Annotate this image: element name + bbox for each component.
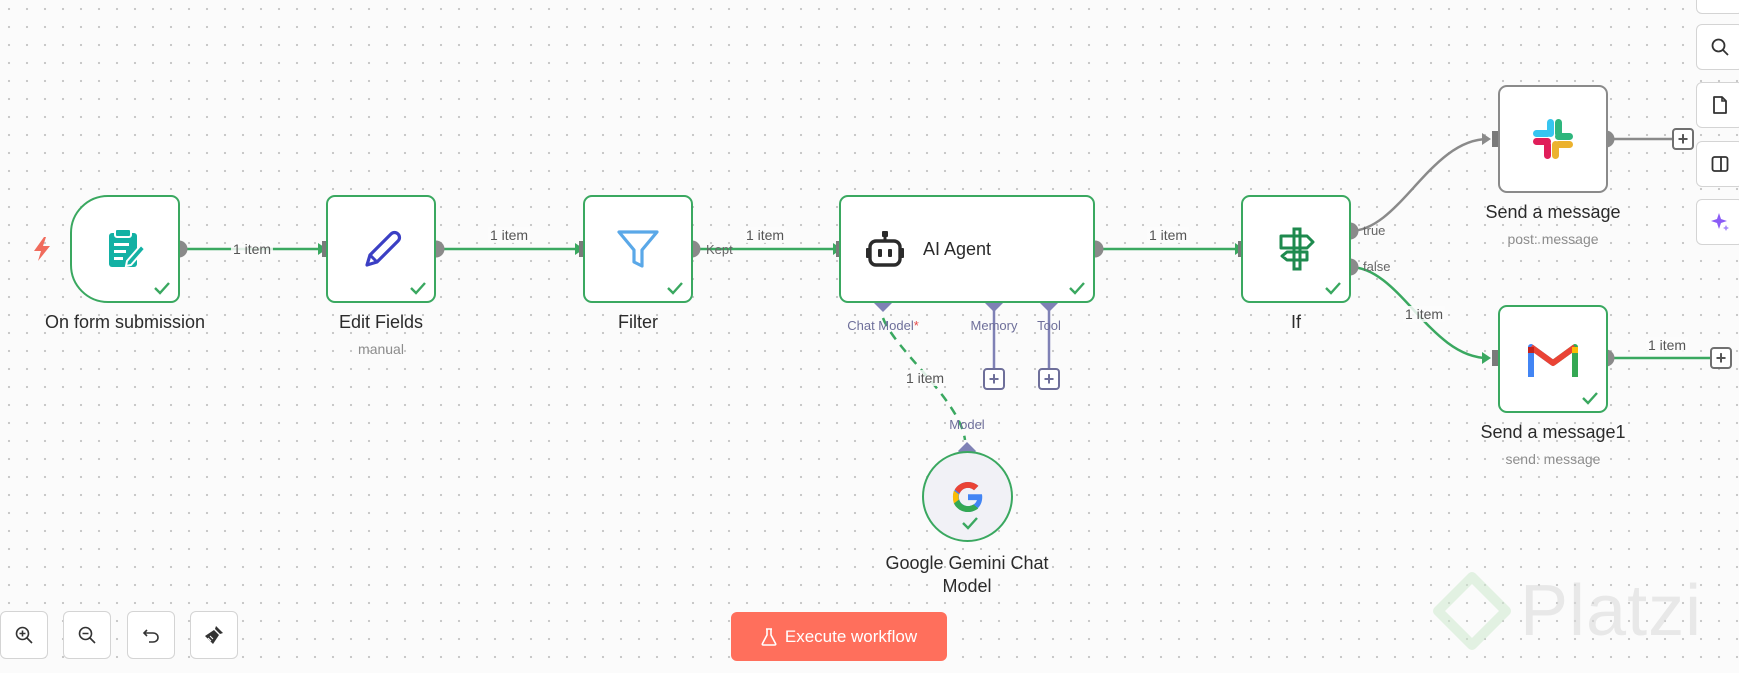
- required-marker: *: [913, 318, 919, 333]
- form-icon: [109, 228, 147, 268]
- node-ai-agent[interactable]: AI Agent: [839, 195, 1095, 303]
- flask-icon: [761, 627, 777, 646]
- node-filter[interactable]: [583, 195, 693, 303]
- node-slack-send-message[interactable]: [1498, 85, 1608, 193]
- robot-icon: [866, 231, 904, 267]
- undo-icon: [142, 629, 159, 643]
- success-check-icon: [410, 282, 426, 295]
- edge-label-trigger-edit: 1 item: [230, 241, 274, 257]
- zoom-in-icon: [15, 626, 33, 644]
- edge-label-edit-filter: 1 item: [487, 227, 531, 243]
- sticky-note-icon: [1713, 96, 1727, 114]
- add-after-slack-button[interactable]: +: [1672, 128, 1694, 150]
- search-icon: [1711, 38, 1729, 56]
- success-check-icon: [1582, 392, 1598, 405]
- node-form-trigger-label: On form submission: [44, 312, 206, 332]
- side-panel-button[interactable]: [1696, 141, 1739, 187]
- node-gmail-subtitle: send: message: [1505, 451, 1601, 467]
- side-search-button[interactable]: [1696, 24, 1739, 70]
- node-gemini-label: Google Gemini Chat Model: [885, 553, 1049, 596]
- success-check-icon: [962, 517, 978, 530]
- sparkle-icon: [1711, 213, 1729, 231]
- chat-model-handle-text: Chat Model: [847, 318, 914, 333]
- add-memory-button[interactable]: +: [983, 368, 1005, 390]
- node-slack-label: Send a message: [1485, 202, 1621, 222]
- if-false-output-label: false: [1363, 259, 1391, 274]
- zoom-out-icon: [78, 626, 96, 644]
- signpost-icon: [1279, 227, 1315, 271]
- add-after-gmail-button[interactable]: +: [1710, 347, 1732, 369]
- filter-kept-output-label: Kept: [706, 242, 733, 257]
- slack-icon: [1533, 119, 1573, 159]
- side-sticky-note-button[interactable]: [1696, 82, 1739, 128]
- node-filter-label: Filter: [618, 312, 658, 332]
- zoom-out-button[interactable]: [63, 611, 111, 659]
- watermark-text: Platzi: [1520, 571, 1703, 651]
- node-edit-fields-label: Edit Fields: [338, 312, 424, 332]
- execute-workflow-label: Execute workflow: [784, 626, 918, 646]
- execute-workflow-button[interactable]: Execute workflow: [731, 612, 947, 661]
- pencil-icon: [365, 230, 402, 267]
- node-gmail-label: Send a message1: [1480, 422, 1626, 442]
- node-edit-fields-subtitle: manual: [358, 341, 404, 357]
- undo-button[interactable]: [127, 611, 175, 659]
- panel-icon: [1711, 156, 1729, 172]
- platzi-watermark: Platzi: [1432, 570, 1702, 652]
- if-true-output-label: true: [1363, 223, 1386, 238]
- node-edit-fields[interactable]: [326, 195, 436, 303]
- node-gmail-send-message[interactable]: [1498, 305, 1608, 413]
- edge-label-filter-agent: 1 item: [743, 227, 787, 243]
- success-check-icon: [667, 282, 683, 295]
- edge-label-gmail-out: 1 item: [1645, 337, 1689, 353]
- broom-icon: [205, 626, 223, 644]
- edge-label-if-gmail: 1 item: [1402, 306, 1446, 322]
- node-slack-subtitle: post: message: [1507, 231, 1599, 247]
- node-if[interactable]: [1241, 195, 1351, 303]
- success-check-icon: [1069, 282, 1085, 295]
- node-ai-agent-title: AI Agent: [923, 238, 992, 259]
- side-add-node-button[interactable]: [1696, 0, 1739, 14]
- model-handle-label: Model: [949, 417, 985, 432]
- zoom-in-button[interactable]: [0, 611, 48, 659]
- success-check-icon: [1325, 282, 1341, 295]
- platzi-logo-icon: [1433, 572, 1511, 650]
- edge-label-model-agent: 1 item: [903, 370, 947, 386]
- clear-execution-button[interactable]: [190, 611, 238, 659]
- add-tool-button[interactable]: +: [1038, 368, 1060, 390]
- node-if-label: If: [1290, 312, 1302, 332]
- node-form-trigger[interactable]: [70, 195, 180, 303]
- filter-icon: [617, 230, 659, 268]
- edge-if-slack: [1349, 137, 1489, 233]
- chat-model-handle-label[interactable]: Chat Model*: [847, 318, 919, 333]
- gmail-icon: [1528, 344, 1578, 377]
- side-ai-assistant-button[interactable]: [1696, 199, 1739, 245]
- tool-handle-label[interactable]: Tool: [1037, 318, 1061, 333]
- edge-label-agent-if: 1 item: [1146, 227, 1190, 243]
- trigger-bolt-icon: [34, 237, 50, 261]
- memory-handle-label[interactable]: Memory: [970, 318, 1018, 333]
- google-icon: [952, 481, 984, 512]
- success-check-icon: [154, 282, 170, 295]
- node-gemini-chat-model[interactable]: [922, 451, 1013, 542]
